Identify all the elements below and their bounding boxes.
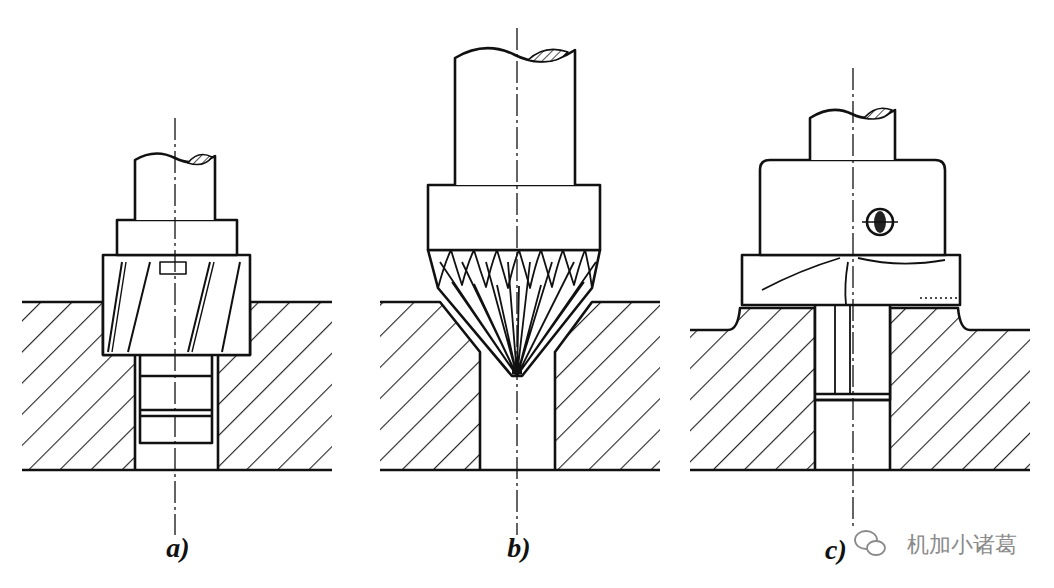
figure-label: c) (825, 536, 847, 564)
figure-label: a) (166, 534, 189, 562)
watermark: 机加小诸葛 (907, 534, 1017, 556)
figure-label: b) (507, 534, 530, 562)
